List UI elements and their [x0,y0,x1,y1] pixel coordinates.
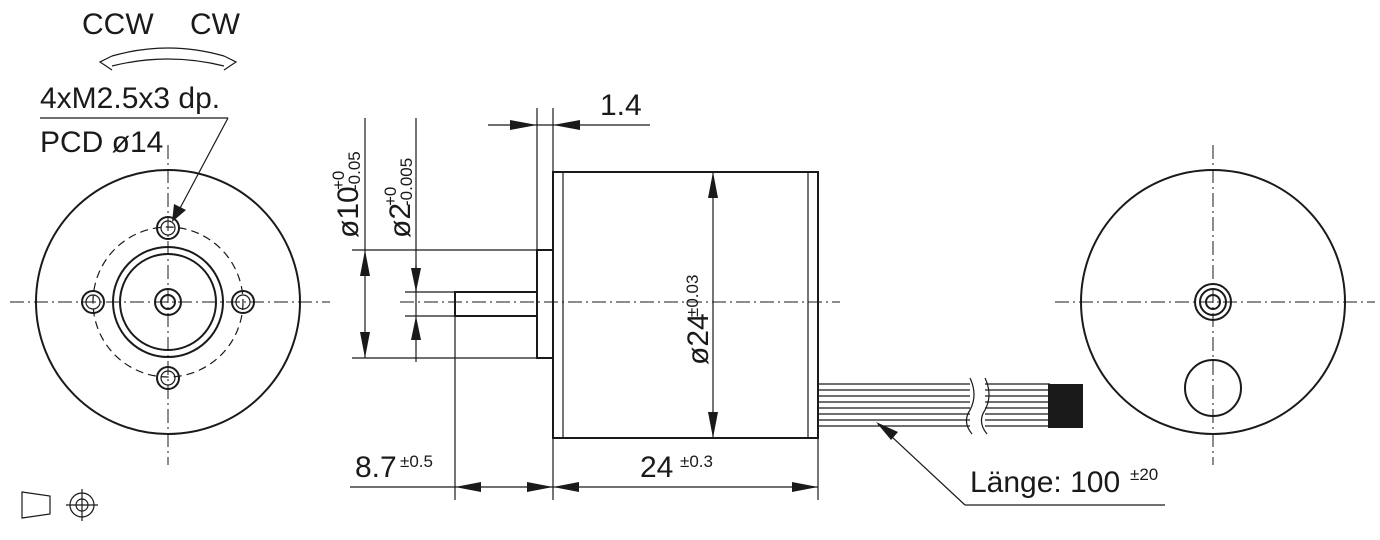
dim-cable-length-tol: ±20 [1130,465,1158,484]
rotation-double-arrow-icon [98,47,238,71]
rear-view [1055,145,1375,465]
dim-shaft-dia: ø2 [384,203,417,238]
connector [1048,384,1083,428]
thread-leader [177,117,229,213]
dim-shaft-tol-lower: -0.005 [397,158,416,206]
cable-bundle [818,377,1083,435]
dim-flange-tol-upper: +0 [329,171,348,190]
dim-flange-dia: ø10 [332,186,365,238]
thread-note-line1: 4xM2.5x3 dp. [40,82,220,115]
dim-body-dia: ø24 [682,313,715,365]
dim-body-length-tol: ±0.3 [680,452,713,471]
front-view [10,145,330,465]
dim-body-dia-tol: ±0.03 [683,275,702,317]
dim-shaft-tol-upper: +0 [381,187,400,206]
cw-label: CW [190,8,241,41]
dim-flange-tol-lower: -0.05 [345,151,364,190]
dim-shaft-length-tol: ±0.5 [400,452,433,471]
dim-flange-thickness: 1.4 [600,89,642,122]
side-view [400,171,1083,439]
dim-shaft-length: 8.7 [355,451,397,484]
thread-note-line2: PCD ø14 [40,126,163,159]
first-angle-projection-icon [21,489,98,521]
dim-cable-length: Länge: 100 [970,466,1120,499]
ccw-label: CCW [82,8,154,41]
dim-body-length: 24 [640,451,673,484]
